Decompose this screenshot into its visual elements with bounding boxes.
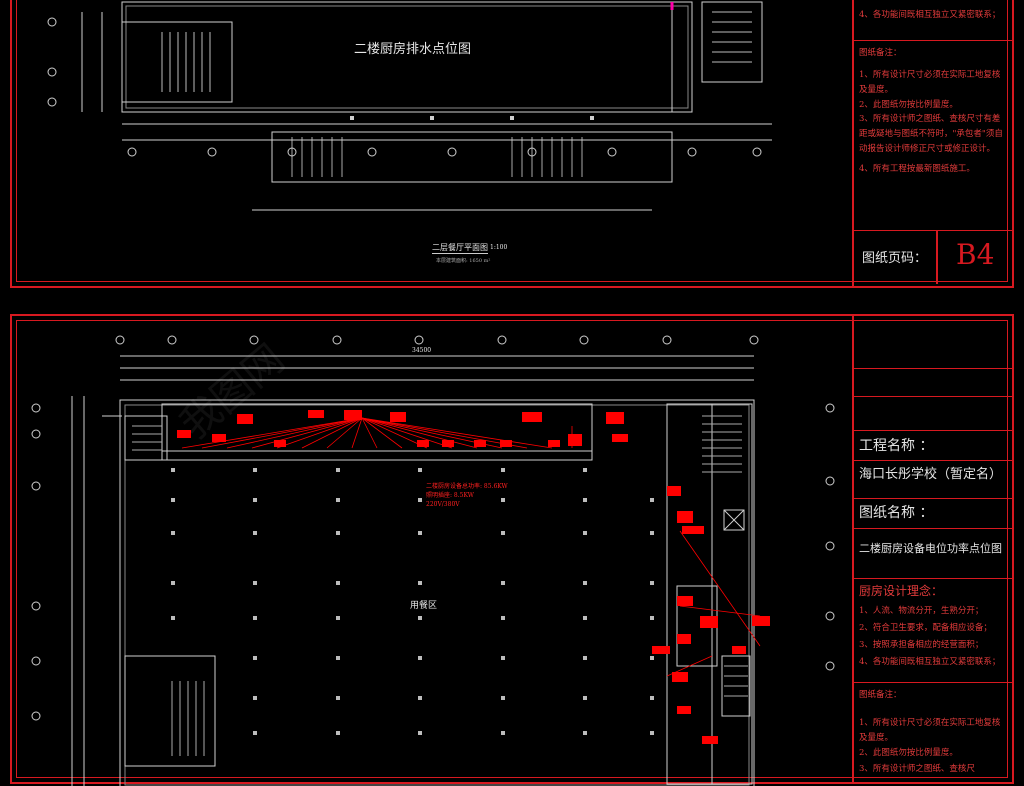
bottom-notes-title: 图纸备注： (859, 690, 902, 700)
concept-2: 2、符合卫生要求，配备相应设备； (859, 623, 992, 633)
red-note-line-3: 220V/380V (426, 501, 460, 508)
top-notes-header: 4、各功能间既相互独立又紧密联系； (859, 10, 1001, 20)
top-notes-title: 图纸备注： (859, 48, 902, 58)
bottom-note-2: 2、此图纸勿按比例量度。 (859, 748, 958, 758)
page-code: B4 (956, 238, 995, 271)
plan-scale: 1:100 (490, 244, 508, 251)
tb-divider (854, 230, 1012, 231)
tb-divider (854, 40, 1012, 41)
total-dimension: 34500 (412, 347, 432, 354)
top-drawing-sheet: 二楼厨房排水点位图 二层餐厅平面图 1:100 本层建筑面积: 1650 m² … (10, 0, 1014, 288)
concept-1: 1、人流、物流分开，生熟分开； (859, 606, 984, 616)
top-note-3: 3、所有设计师之图纸、查核尺寸有差距或疑地与图纸不符时，"承包者"须自动报告设计… (859, 114, 1003, 154)
drawing-name: 二楼厨房设备电位功率点位图 (854, 528, 1012, 568)
red-note-line-2: 照明插座: 8.5KW (426, 492, 474, 499)
sheet-inner-frame (16, 0, 1008, 282)
red-note-line-1: 二楼厨房设备总功率: 85.6KW (426, 483, 508, 490)
top-title-block: 4、各功能间既相互独立又紧密联系； 图纸备注： 1、所有设计尺寸必须在实际工地复… (852, 0, 1012, 286)
tb-divider (854, 682, 1012, 683)
bottom-floor-plan (31, 335, 835, 786)
concept-3: 3、按照承担备相应的经营面积； (859, 640, 984, 650)
top-floor-plan (47, 1, 772, 211)
plan-subcaption: 本层建筑面积: 1650 m² (436, 258, 491, 264)
page-code-box (936, 230, 1014, 284)
concept-4: 4、各功能间既相互独立又紧密联系； (859, 657, 1001, 667)
top-drawing-title: 二楼厨房排水点位图 (354, 42, 472, 57)
bottom-title-block: 工程名称 ： 海口长彤学校（暂定名） 图纸名称 ： 二楼厨房设备电位功率点位图 … (852, 316, 1012, 782)
dining-area-label: 用餐区 (410, 601, 438, 611)
red-power-note: 二楼厨房设备总功率: 85.6KW 照明插座: 8.5KW 220V/380V (426, 482, 508, 509)
page-label: 图纸页码： (862, 251, 928, 266)
top-note-4: 4、所有工程按最新图纸施工。 (859, 164, 975, 174)
concept-title: 厨房设计理念： (854, 578, 1012, 602)
tb-divider (854, 396, 1012, 397)
bottom-note-3: 3、所有设计师之图纸、查核尺 (859, 764, 975, 774)
bottom-note-1: 1、所有设计尺寸必须在实际工地复核及量度。 (859, 718, 1001, 743)
plan-caption: 二层餐厅平面图 (432, 243, 488, 254)
project-label: 工程名称 ： (854, 430, 1012, 460)
top-note-2: 2、此图纸勿按比例量度。 (859, 100, 958, 110)
bottom-drawing-sheet: 34500 用餐区 二楼厨房设备总功率: 85.6KW 照明插座: 8.5KW … (10, 314, 1014, 786)
drawing-label: 图纸名称 ： (854, 498, 1012, 528)
tb-divider (854, 368, 1012, 369)
top-note-1: 1、所有设计尺寸必须在实际工地复核及量度。 (859, 70, 1001, 95)
project-name: 海口长彤学校（暂定名） (854, 460, 1012, 490)
